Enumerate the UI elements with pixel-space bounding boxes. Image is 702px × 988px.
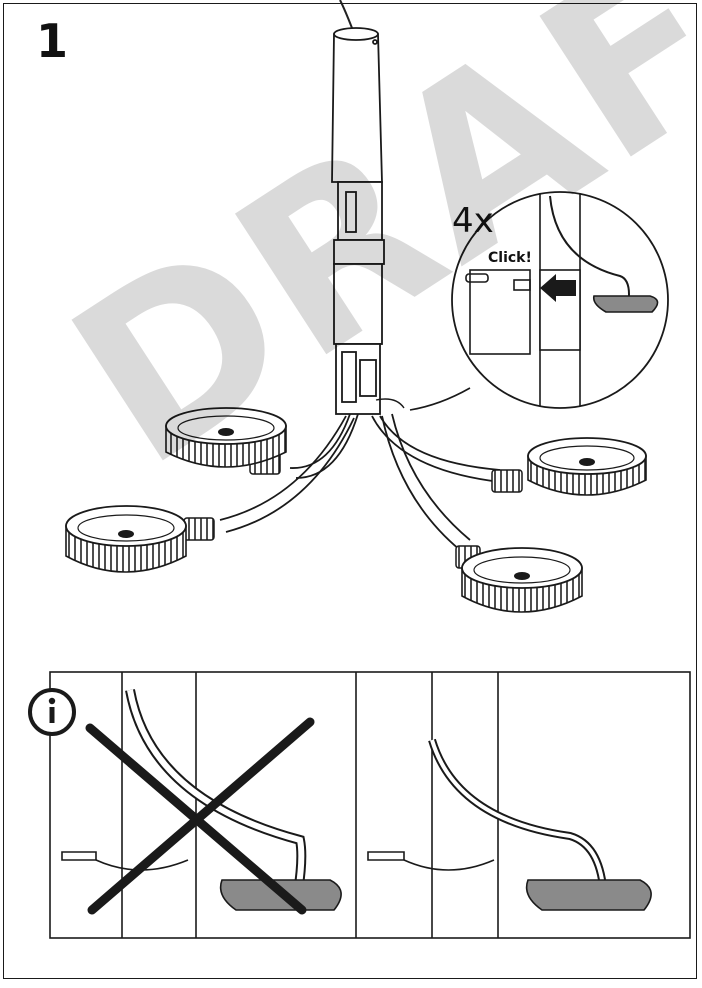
click-label: Click!	[488, 250, 532, 266]
power-cable	[339, 0, 353, 29]
arm-connectors	[183, 451, 523, 569]
center-tube	[331, 27, 385, 415]
page-frame	[3, 3, 697, 979]
cable-clip	[592, 295, 659, 313]
cross-out-icon	[85, 717, 315, 915]
info-icon	[28, 688, 76, 736]
lamp-arms	[219, 398, 501, 551]
lamp-head-back-right	[527, 437, 647, 496]
lamp-head-front-left	[65, 505, 187, 573]
lamp-head-back-left	[165, 407, 287, 468]
wrong-routing-panel	[61, 672, 342, 938]
quantity-label: 4x	[452, 201, 494, 241]
info-panel	[28, 671, 691, 939]
step-number: 1	[36, 14, 69, 68]
push-arrow-icon	[540, 274, 576, 302]
correct-routing-panel	[367, 672, 652, 938]
detail-callout	[409, 191, 669, 411]
lamp-head-front-right	[461, 547, 583, 613]
